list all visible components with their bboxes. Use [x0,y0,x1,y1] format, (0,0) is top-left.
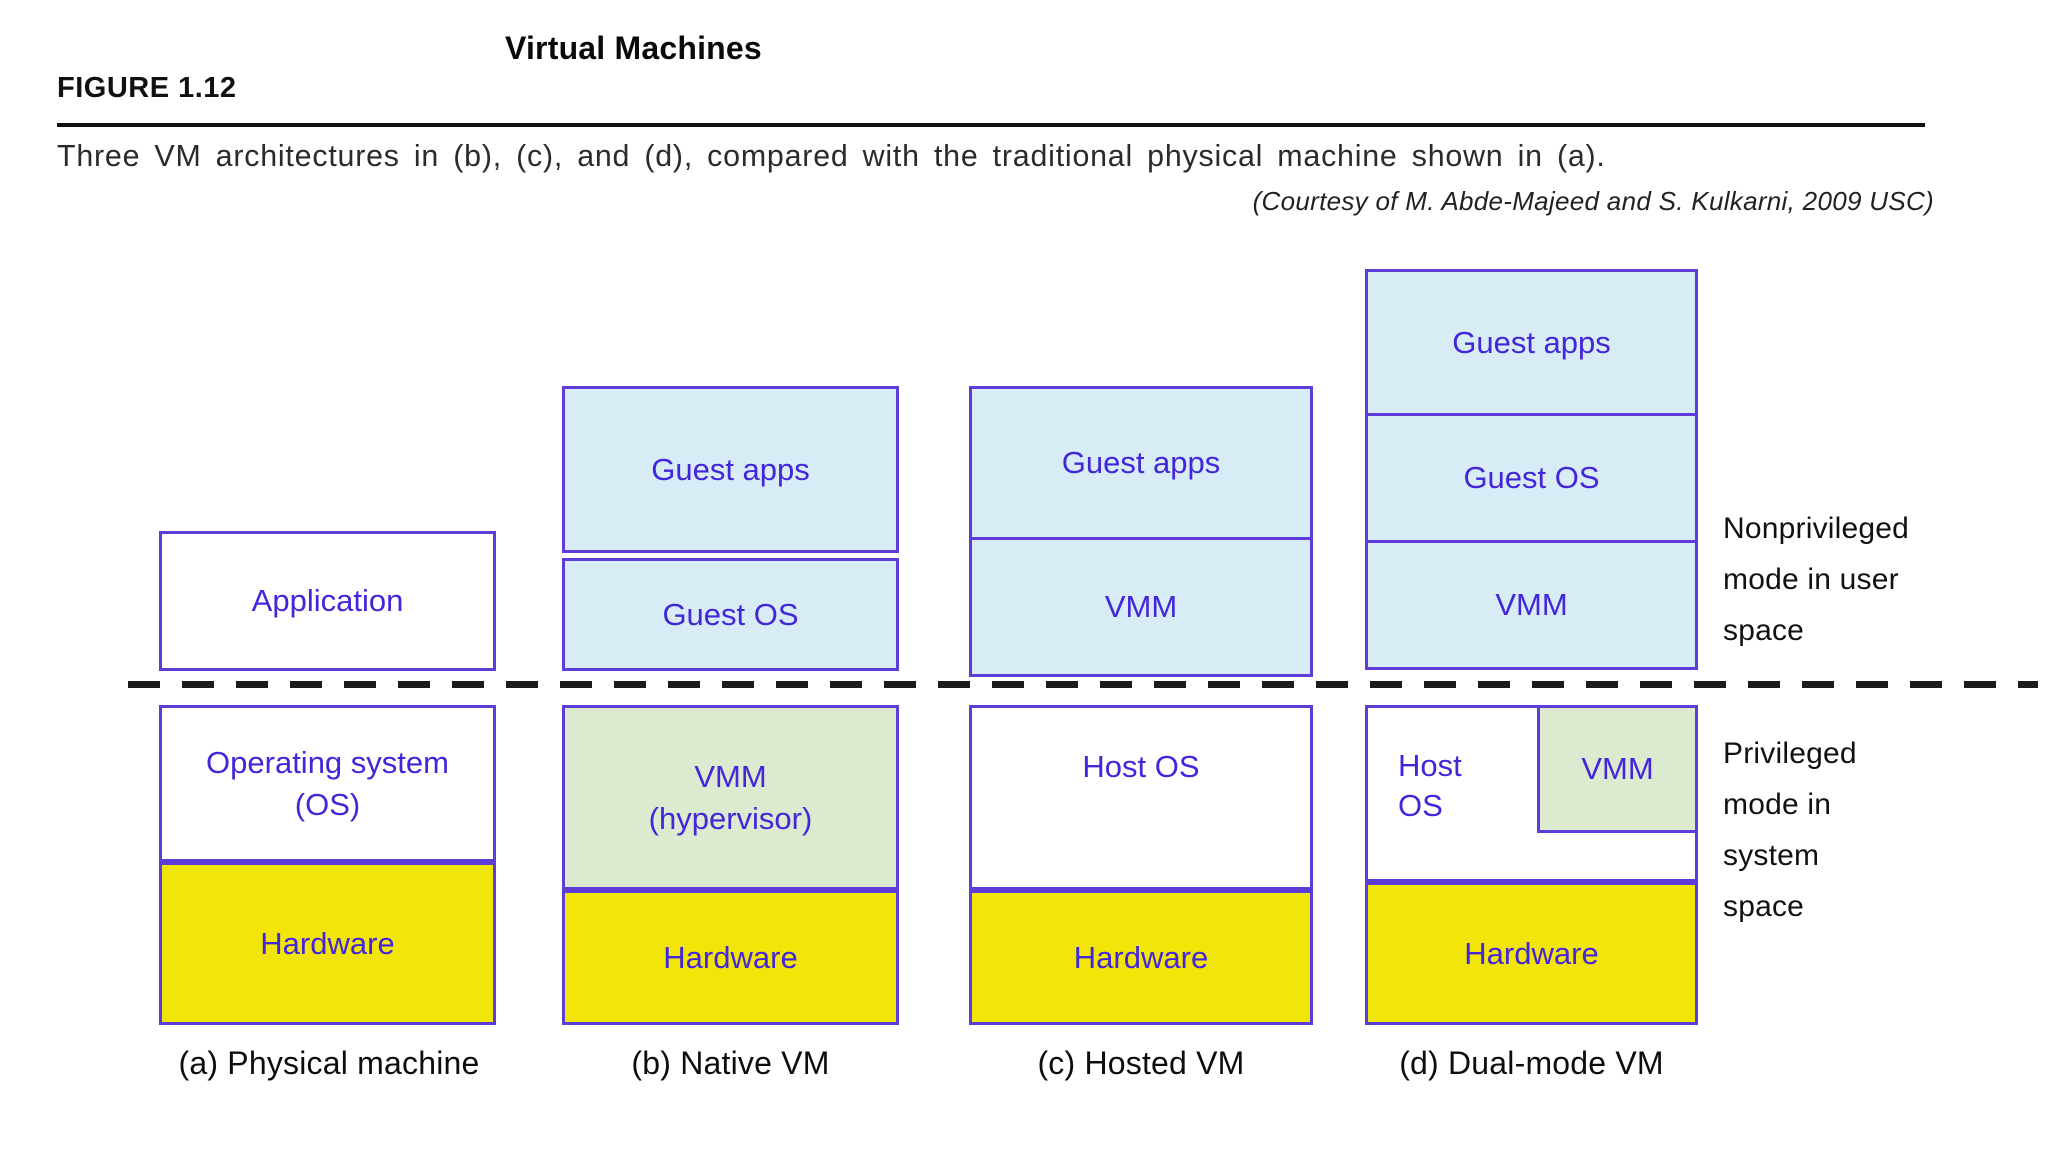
col-b-guest-apps-box: Guest apps [562,386,899,553]
col-d-guest-os-label: Guest OS [1463,460,1600,496]
col-d-host-os-label-line1: Host [1398,748,1462,783]
col-b-guest-os-box: Guest OS [562,558,899,671]
col-c-guest-stack-box: Guest apps VMM [969,386,1313,677]
col-d-host-os-box: Host OS VMM [1365,705,1698,882]
privilege-boundary-dashed-line [128,681,2038,688]
col-c-vmm-label: VMM [1104,589,1178,625]
col-c-guest-apps-label: Guest apps [1061,445,1221,481]
col-b-vmm-label-line2: (hypervisor) [648,800,813,836]
privileged-mode-label: Privileged mode in system space [1723,728,1857,932]
col-b-vmm-hypervisor-box: VMM (hypervisor) [562,705,899,890]
col-c-host-os-label: Host OS [1082,749,1200,784]
figure-caption: Three VM architectures in (b), (c), and … [57,138,1606,173]
col-d-guest-os-cell: Guest OS [1368,413,1695,540]
nonprivileged-mode-line2: mode in user [1723,563,1899,596]
col-a-hardware-box: Hardware [159,862,496,1025]
col-d-guest-apps-label: Guest apps [1452,324,1611,360]
col-b-caption: (b) Native VM [631,1045,830,1081]
col-d-caption: (d) Dual-mode VM [1399,1045,1664,1081]
col-c-hardware-label: Hardware [1073,939,1209,975]
col-b-hardware-label: Hardware [663,939,798,975]
figure-number-label: FIGURE 1.12 [57,72,237,104]
header-divider [57,123,1925,127]
col-a-hardware-label: Hardware [260,925,395,961]
col-a-application-box: Application [159,531,496,671]
col-d-host-os-label-line2: OS [1398,788,1443,824]
col-a-os-box: Operating system (OS) [159,705,496,862]
col-d-hardware-label: Hardware [1464,935,1599,971]
nonprivileged-mode-line1: Nonprivileged [1723,512,1910,545]
col-d-guest-stack-box: Guest apps Guest OS VMM [1365,269,1698,670]
privileged-mode-line3: system [1723,839,1820,872]
col-c-host-os-box: Host OS [969,705,1313,890]
privileged-mode-line4: space [1723,890,1805,923]
col-a-application-label: Application [251,583,404,619]
col-b-guest-os-label: Guest OS [662,596,799,632]
col-a-os-label-line1: Operating system [206,744,449,780]
col-a-caption: (a) Physical machine [178,1045,480,1081]
col-c-caption: (c) Hosted VM [1037,1045,1245,1081]
col-c-vmm-cell: VMM [972,537,1310,674]
nonprivileged-mode-label: Nonprivileged mode in user space [1723,503,1909,656]
privileged-mode-line2: mode in [1723,788,1832,821]
col-b-hardware-box: Hardware [562,890,899,1025]
col-d-vmm-label: VMM [1495,587,1568,623]
col-d-host-os-label: Host OS [1398,746,1462,827]
col-d-guest-apps-cell: Guest apps [1368,272,1695,413]
col-c-hardware-box: Hardware [969,890,1313,1025]
col-b-vmm-label-line1: VMM [694,758,767,794]
privileged-mode-line1: Privileged [1723,737,1857,770]
col-a-os-label-line2: (OS) [294,786,361,822]
col-d-vmm-cell: VMM [1368,540,1695,667]
page-title: Virtual Machines [505,30,762,66]
col-d-inner-vmm-label: VMM [1581,751,1654,787]
col-d-inner-vmm-box: VMM [1537,705,1698,833]
col-d-hardware-box: Hardware [1365,882,1698,1025]
courtesy-credit: (Courtesy of M. Abde-Majeed and S. Kulka… [1252,186,1934,216]
col-b-guest-apps-label: Guest apps [651,451,810,487]
nonprivileged-mode-line3: space [1723,614,1805,647]
col-c-guest-apps-cell: Guest apps [972,389,1310,537]
